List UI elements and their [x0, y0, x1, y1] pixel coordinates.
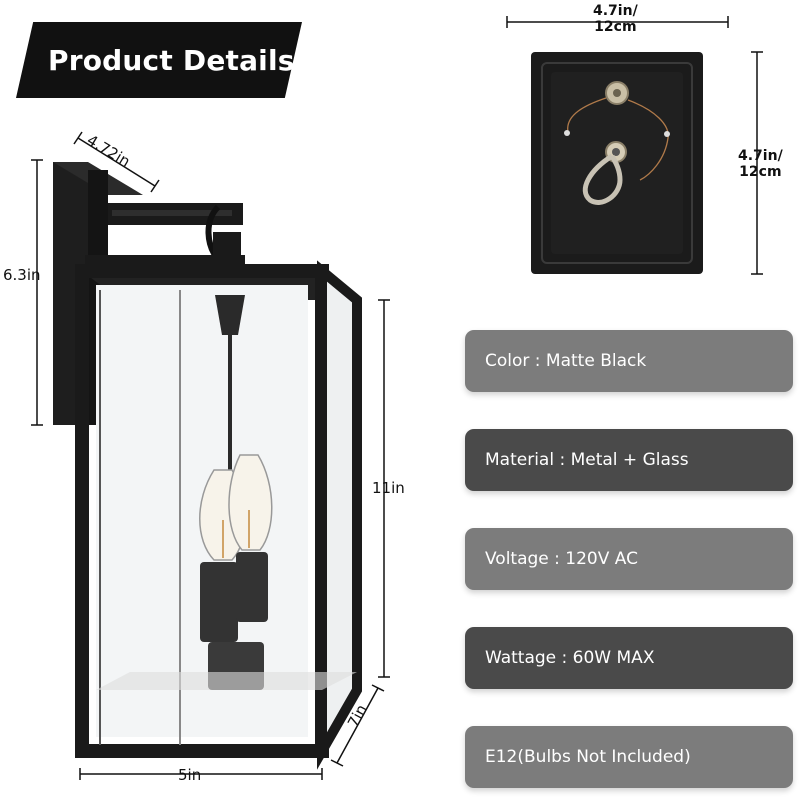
lantern-height-dimension	[378, 299, 390, 678]
spec-material: Material : Metal + Glass	[465, 429, 793, 491]
backplate-width-dimension	[73, 131, 160, 193]
title-banner	[16, 22, 302, 98]
spec-wattage: Wattage : 60W MAX	[465, 627, 793, 689]
arm-height-dimension	[31, 159, 43, 426]
mount-width-dimension	[506, 16, 729, 28]
wall-lantern-image	[53, 162, 362, 770]
mount-width-line1: 4.7in/	[593, 3, 638, 19]
spec-voltage: Voltage : 120V AC	[465, 528, 793, 590]
mount-height-line1: 4.7in/	[738, 148, 783, 164]
mount-height-label: 4.7in/ 12cm	[738, 148, 783, 180]
page-title: Product Details	[48, 44, 295, 77]
lantern-height-label: 11in	[372, 479, 405, 497]
mount-height-dimension	[751, 51, 763, 275]
lantern-depth-dimension	[330, 684, 385, 767]
lantern-width-dimension	[79, 768, 323, 780]
mounting-plate-image	[531, 52, 703, 274]
mount-width-line2: 12cm	[594, 19, 637, 35]
mount-height-line2: 12cm	[739, 164, 782, 180]
arm-height-label: 6.3in	[3, 266, 41, 284]
lantern-width-label: 5in	[178, 766, 202, 784]
spec-color: Color : Matte Black	[465, 330, 793, 392]
spec-bulbs: E12(Bulbs Not Included)	[465, 726, 793, 788]
mount-width-label: 4.7in/ 12cm	[593, 3, 638, 35]
